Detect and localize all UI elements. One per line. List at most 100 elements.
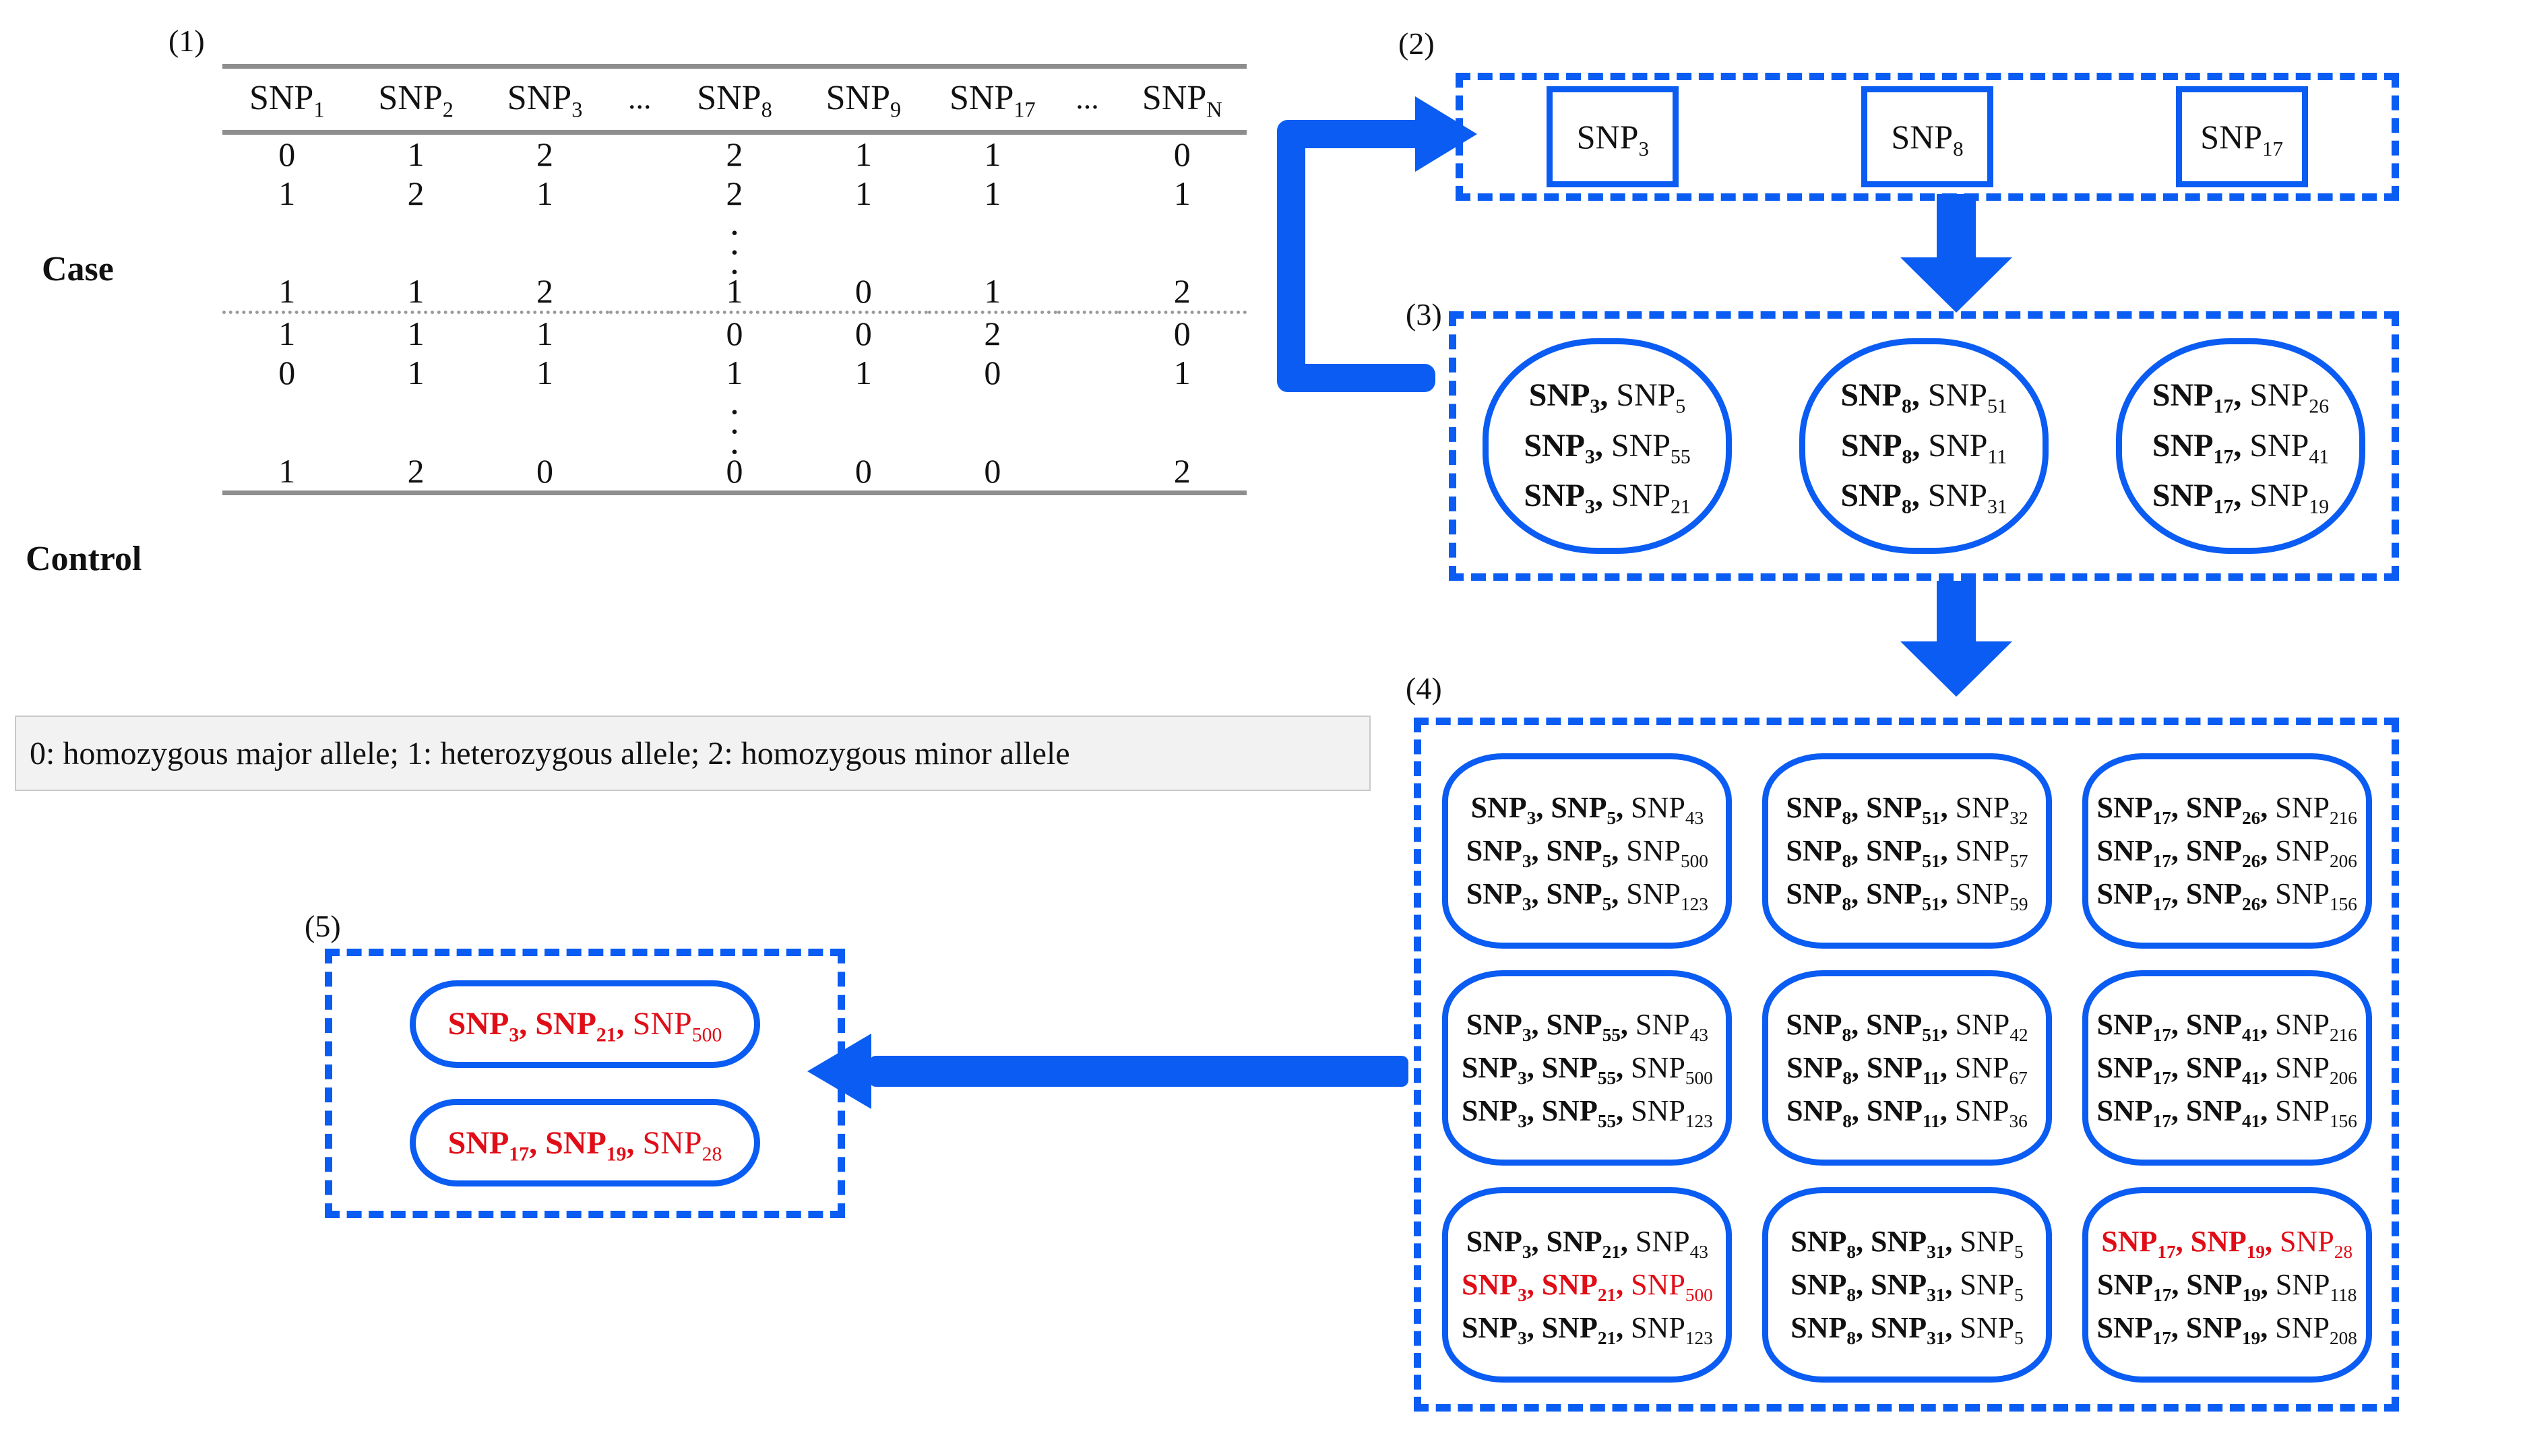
genotype-cell: 1 [984,272,1001,311]
panel-4-label: (4) [1406,671,1442,705]
snp-combination-line: SNP8, SNP11 [1841,421,2007,471]
snp-combination-line: SNP3, SNP55, SNP123 [1462,1089,1713,1133]
snp-combination-line: SNP17 [2200,118,2283,159]
snp-token: SNP500 [1631,1051,1713,1088]
table-column-header: SNP17 [949,79,1036,122]
snp-token: SNP51, [1866,791,1948,829]
genotype-cell: 1 [726,354,743,392]
snp-token: SNP206 [2275,1051,2357,1088]
snp-token: SNP3, [1461,1268,1534,1305]
snp-combination-line: SNP8, SNP51 [1840,371,2007,420]
control-group-label: Control [26,540,142,578]
snp-token: SNP17, [2096,1051,2179,1088]
snp-combination-line: SNP8, SNP11, SNP67 [1786,1046,2028,1089]
stage5-result-oval[interactable]: SNP3, SNP21, SNP500 [410,980,760,1068]
genotype-cell: 1 [854,175,872,212]
stage2-snp-oval[interactable]: SNP17 [2175,86,2308,187]
snp-token: SNP3, [1528,377,1609,418]
genotype-cell: 0 [1173,315,1191,353]
panel-1-label: (1) [168,24,205,58]
snp-token: SNP21, [1546,1225,1628,1263]
snp-token: SNP21, [535,1005,625,1046]
snp-combination-line: SNP17, SNP19, SNP118 [2097,1263,2357,1306]
stage3-box [1449,311,2399,581]
genotype-cell: 1 [854,354,872,392]
genotype-cell: 1 [407,272,425,311]
table-bottom-rule [222,490,1247,499]
genotype-cell [1057,272,1118,313]
snp-token: SNP17, [2152,478,2242,518]
snp-token: SNP8 [1891,117,1964,160]
snp-combination-line: SNP17, SNP19, SNP28 [448,1124,722,1164]
genotype-cell: 1 [536,354,554,392]
snp-token: SNP55, [1546,1008,1628,1046]
genotype-cell: 1 [726,272,743,311]
stage4-box [1414,718,2399,1412]
genotype-cell [1057,133,1118,175]
snp-combination-line: SNP17, SNP41 [2152,421,2329,471]
snp-token: SNP8, [1790,1225,1863,1263]
stage2-snp-oval[interactable]: SNP3 [1547,86,1679,187]
genotype-cell: 1 [984,175,1001,212]
genotype-cell [609,353,670,392]
snp-token: SNP3, [1524,427,1603,468]
genotype-cell: 2 [1173,451,1191,490]
stage2-box [1456,73,2399,201]
snp-token: SNP17, [2096,1310,2179,1348]
snp-combination-line: SNP3 [1577,118,1649,159]
snp-token: SNP8, [1786,1094,1859,1131]
genotype-cell: 1 [536,175,554,212]
snp-token: SNP67 [1954,1051,2028,1088]
snp-token: SNP8, [1786,877,1859,914]
snp-token: SNP3, [1466,877,1539,914]
snp-token: SNP123 [1626,877,1708,914]
genotype-cell: 1 [407,354,425,392]
genotype-cell: 0 [854,272,872,311]
stage2-snp-oval[interactable]: SNP8 [1861,86,1993,187]
snp-token: SNP8, [1786,1051,1859,1088]
snp-combination-line: SNP8, SNP51, SNP32 [1786,786,2028,829]
genotype-cell: 1 [1173,175,1191,212]
genotype-cell: 1 [854,135,872,173]
snp-token: SNP3, [1470,791,1544,829]
genotype-cell [1057,353,1118,392]
stage5-result-oval[interactable]: SNP17, SNP19, SNP28 [410,1099,760,1187]
snp-token: SNP41, [2185,1008,2268,1046]
snp-token: SNP55, [1541,1094,1624,1131]
genotype-cell: 0 [278,354,296,392]
snp-token: SNP41, [2185,1094,2268,1131]
genotype-cell: 1 [1173,354,1191,392]
snp-token: SNP5 [1960,1310,2024,1348]
genotype-cell: 0 [278,135,296,173]
panel-3-label: (3) [1406,297,1442,331]
snp-combination-line: SNP17, SNP19 [2152,471,2329,521]
table-column-header: SNP1 [249,79,325,122]
snp-combination-line: SNP17, SNP19, SNP208 [2096,1306,2357,1350]
snp-token: SNP21, [1541,1310,1624,1348]
table-column-header: ... [628,81,652,115]
genotype-cell: 2 [1173,272,1191,311]
snp-combination-line: SNP8, SNP51, SNP42 [1786,1003,2028,1046]
snp-combination-line: SNP8, SNP31, SNP5 [1790,1306,2024,1350]
snp-token: SNP500 [632,1005,722,1046]
snp-combination-line: SNP3, SNP55, SNP43 [1466,1003,1708,1046]
snp-combination-line: SNP17, SNP26, SNP156 [2096,873,2357,916]
snp-token: SNP8, [1786,834,1859,871]
snp-token: SNP3, [1466,1008,1539,1046]
